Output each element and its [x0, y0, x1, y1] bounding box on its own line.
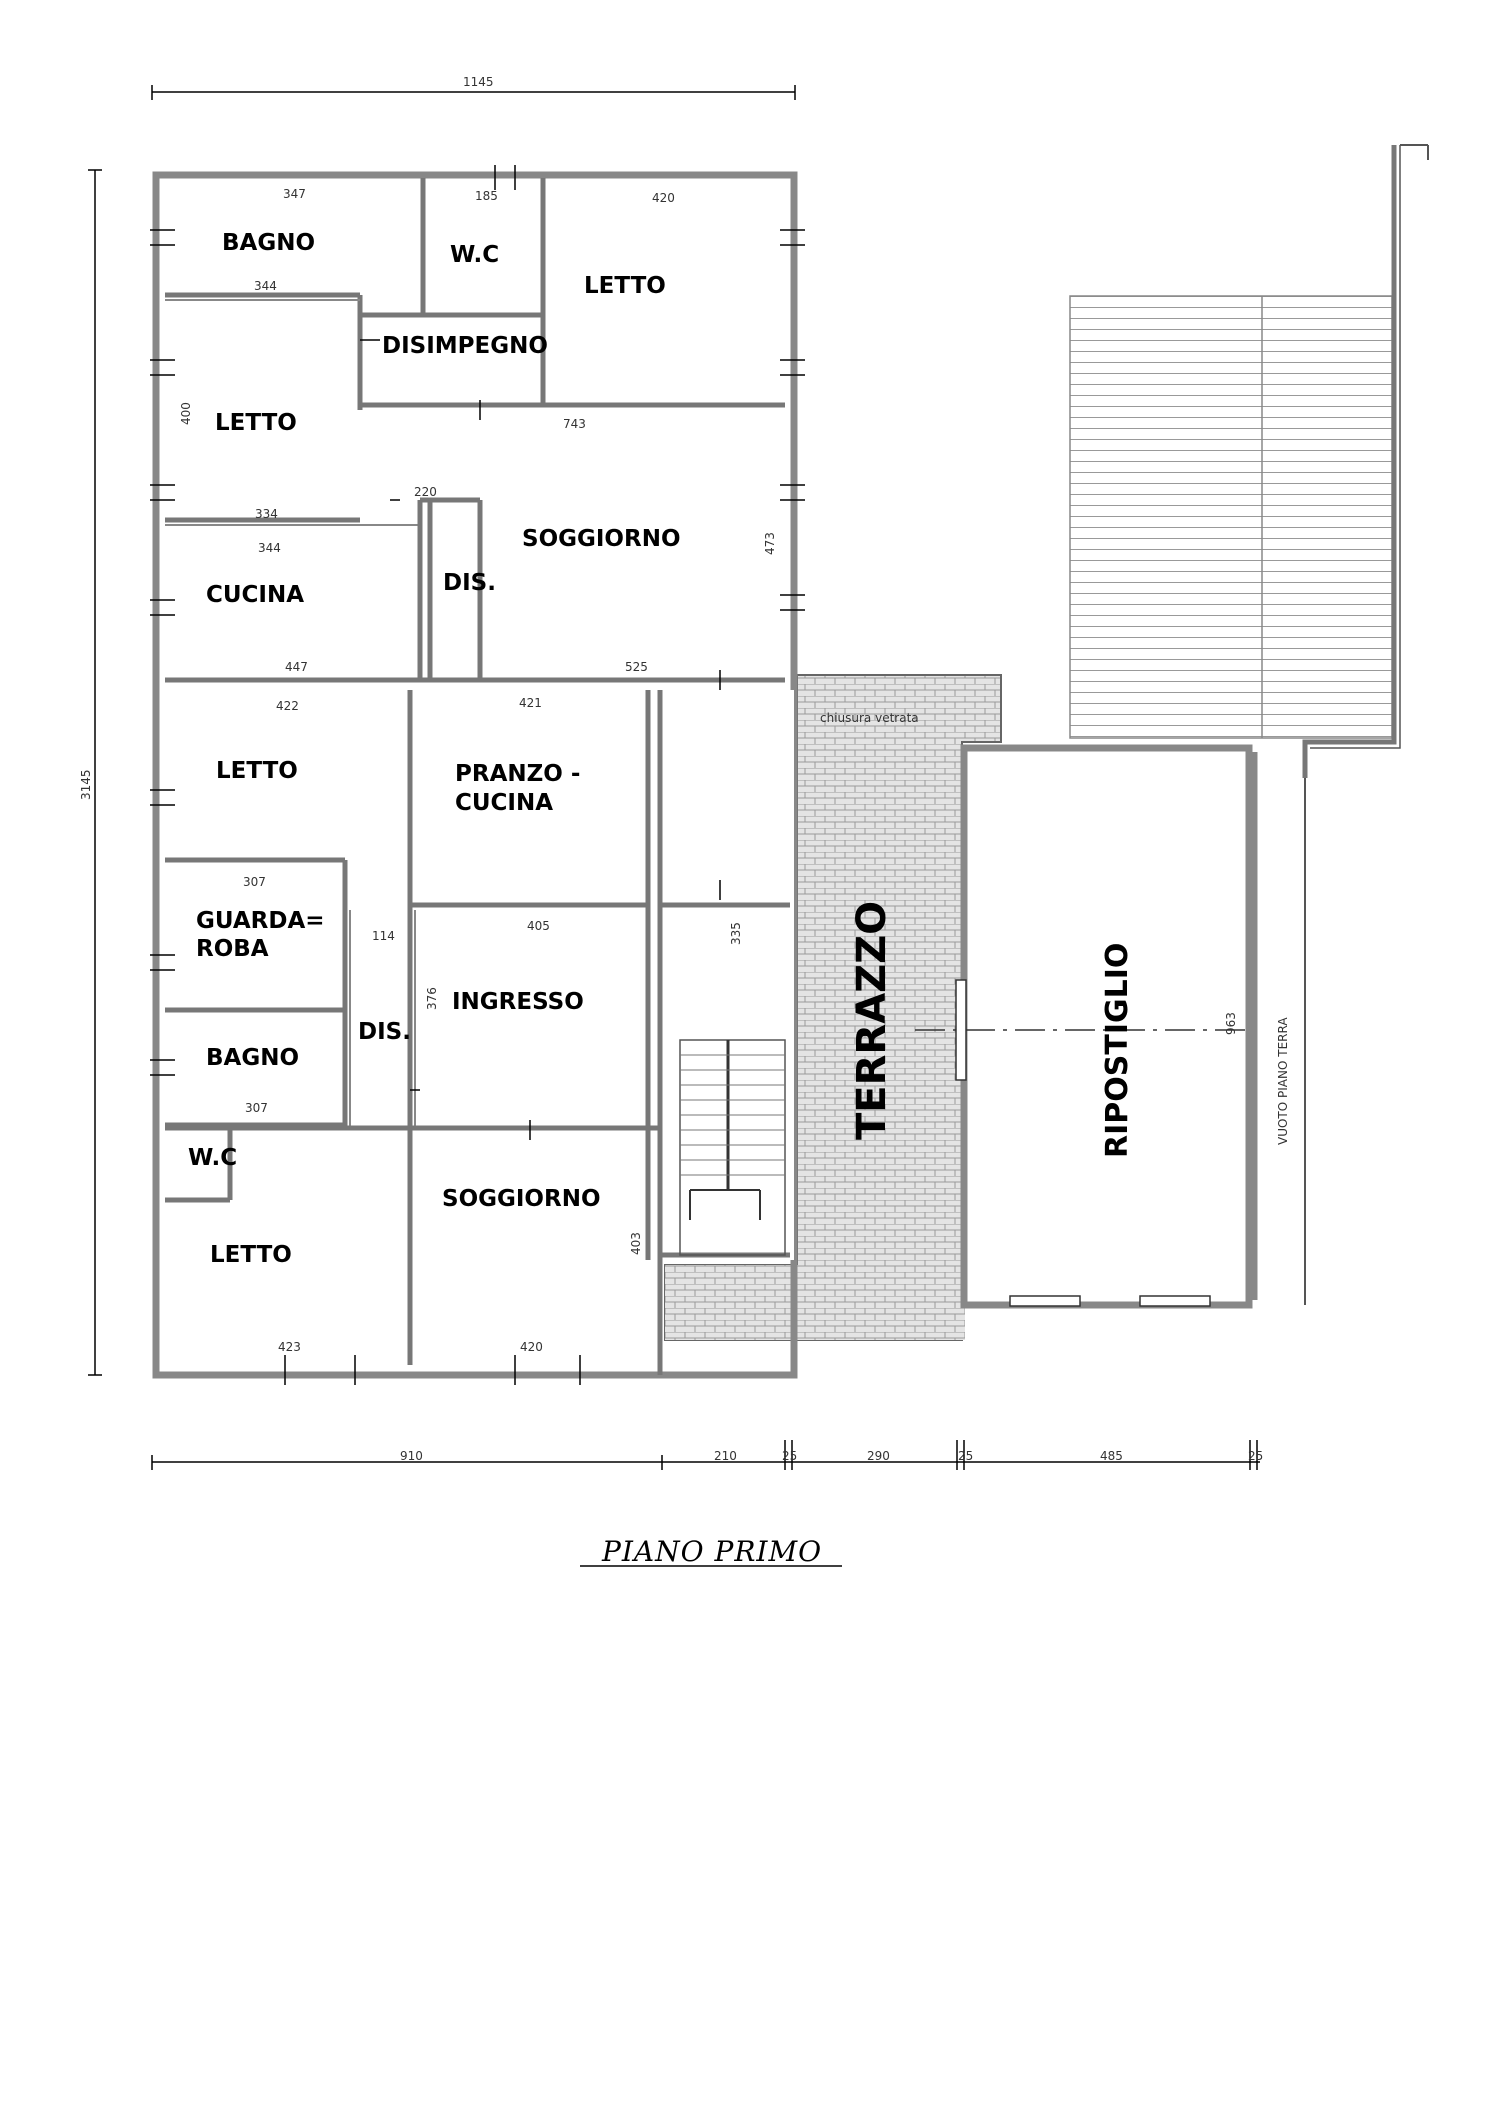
dim-letto-400: 400 — [179, 402, 193, 425]
dim-bottom-210: 210 — [714, 1449, 737, 1463]
dim-cucina-344: 344 — [258, 541, 281, 555]
terrace-paving — [664, 674, 1002, 1341]
dim-bagno-307: 307 — [245, 1101, 268, 1115]
room-dis-mid: DIS. — [358, 1019, 411, 1045]
room-cucina: CUCINA — [206, 582, 304, 608]
dim-bottom-910: 910 — [400, 1449, 423, 1463]
upper-terrace — [1069, 144, 1429, 1305]
room-letto-bottom: LETTO — [210, 1242, 292, 1268]
room-wc-top: W.C — [450, 242, 499, 268]
dim-sogg-525: 525 — [625, 660, 648, 674]
room-ripostiglio: RIPOSTIGLIO — [1100, 943, 1135, 1158]
storage-room — [915, 744, 1258, 1309]
dim-sogg-473: 473 — [763, 532, 777, 555]
room-bagno-bottom: BAGNO — [206, 1045, 299, 1071]
dim-letto-422: 422 — [276, 699, 299, 713]
staircase — [679, 1039, 786, 1256]
dim-sogg-403: 403 — [629, 1232, 643, 1255]
room-letto-mid: LETTO — [216, 758, 298, 784]
windows — [150, 165, 805, 1385]
vuoto-label: VUOTO PIANO TERRA — [1276, 1017, 1290, 1145]
room-terrazzo: TERRAZZO — [849, 901, 895, 1140]
dim-letto-423: 423 — [278, 1340, 301, 1354]
room-guardaroba-line2: ROBA — [196, 936, 269, 962]
dim-cucina-447: 447 — [285, 660, 308, 674]
room-disimpegno: DISIMPEGNO — [382, 333, 548, 359]
dim-bottom-25b: 25 — [958, 1449, 973, 1463]
dim-bottom-485: 485 — [1100, 1449, 1123, 1463]
dim-wc-w: 185 — [475, 189, 498, 203]
room-wc-bottom: W.C — [188, 1145, 237, 1171]
dimension-lines — [88, 85, 1260, 1470]
dim-bottom-290: 290 — [867, 1449, 890, 1463]
dim-bottom-25a: 25 — [782, 1449, 797, 1463]
room-pranzo-line1: PRANZO - — [455, 761, 580, 787]
dim-guard-307: 307 — [243, 875, 266, 889]
dim-335: 335 — [729, 922, 743, 945]
plan-title: PIANO PRIMO — [601, 1535, 822, 1568]
dim-743: 743 — [563, 417, 586, 431]
interior-walls — [165, 178, 790, 1375]
dimension-values: 1145 3145 910 210 25 290 25 485 25 347 1… — [79, 75, 1263, 1463]
dim-bagno-w: 347 — [283, 187, 306, 201]
room-letto-left: LETTO — [215, 410, 297, 436]
dim-bagno-344: 344 — [254, 279, 277, 293]
dim-pranzo-421: 421 — [519, 696, 542, 710]
room-dis-top: DIS. — [443, 570, 496, 596]
dim-rip-963: 963 — [1224, 1012, 1238, 1035]
room-soggiorno-top: SOGGIORNO — [522, 526, 681, 552]
dim-ingresso-405: 405 — [527, 919, 550, 933]
dim-bottom-25c: 25 — [1248, 1449, 1263, 1463]
room-letto-top-right: LETTO — [584, 273, 666, 299]
dim-376: 376 — [425, 987, 439, 1010]
dim-334: 334 — [255, 507, 278, 521]
dim-dis-114: 114 — [372, 929, 395, 943]
room-labels: BAGNO W.C LETTO DISIMPEGNO LETTO SOGGIOR… — [188, 230, 1290, 1268]
room-bagno-top: BAGNO — [222, 230, 315, 256]
dim-220: 220 — [414, 485, 437, 499]
room-ingresso: INGRESSO — [452, 989, 584, 1015]
dim-top-total: 1145 — [463, 75, 494, 89]
room-guardaroba-line1: GUARDA= — [196, 908, 325, 934]
room-soggiorno-bottom: SOGGIORNO — [442, 1186, 601, 1212]
chiusura-label: chiusura vetrata — [820, 711, 919, 725]
dim-left-total: 3145 — [79, 769, 93, 800]
dim-sogg-420: 420 — [520, 1340, 543, 1354]
dim-letto-w: 420 — [652, 191, 675, 205]
room-pranzo-line2: CUCINA — [455, 790, 553, 816]
